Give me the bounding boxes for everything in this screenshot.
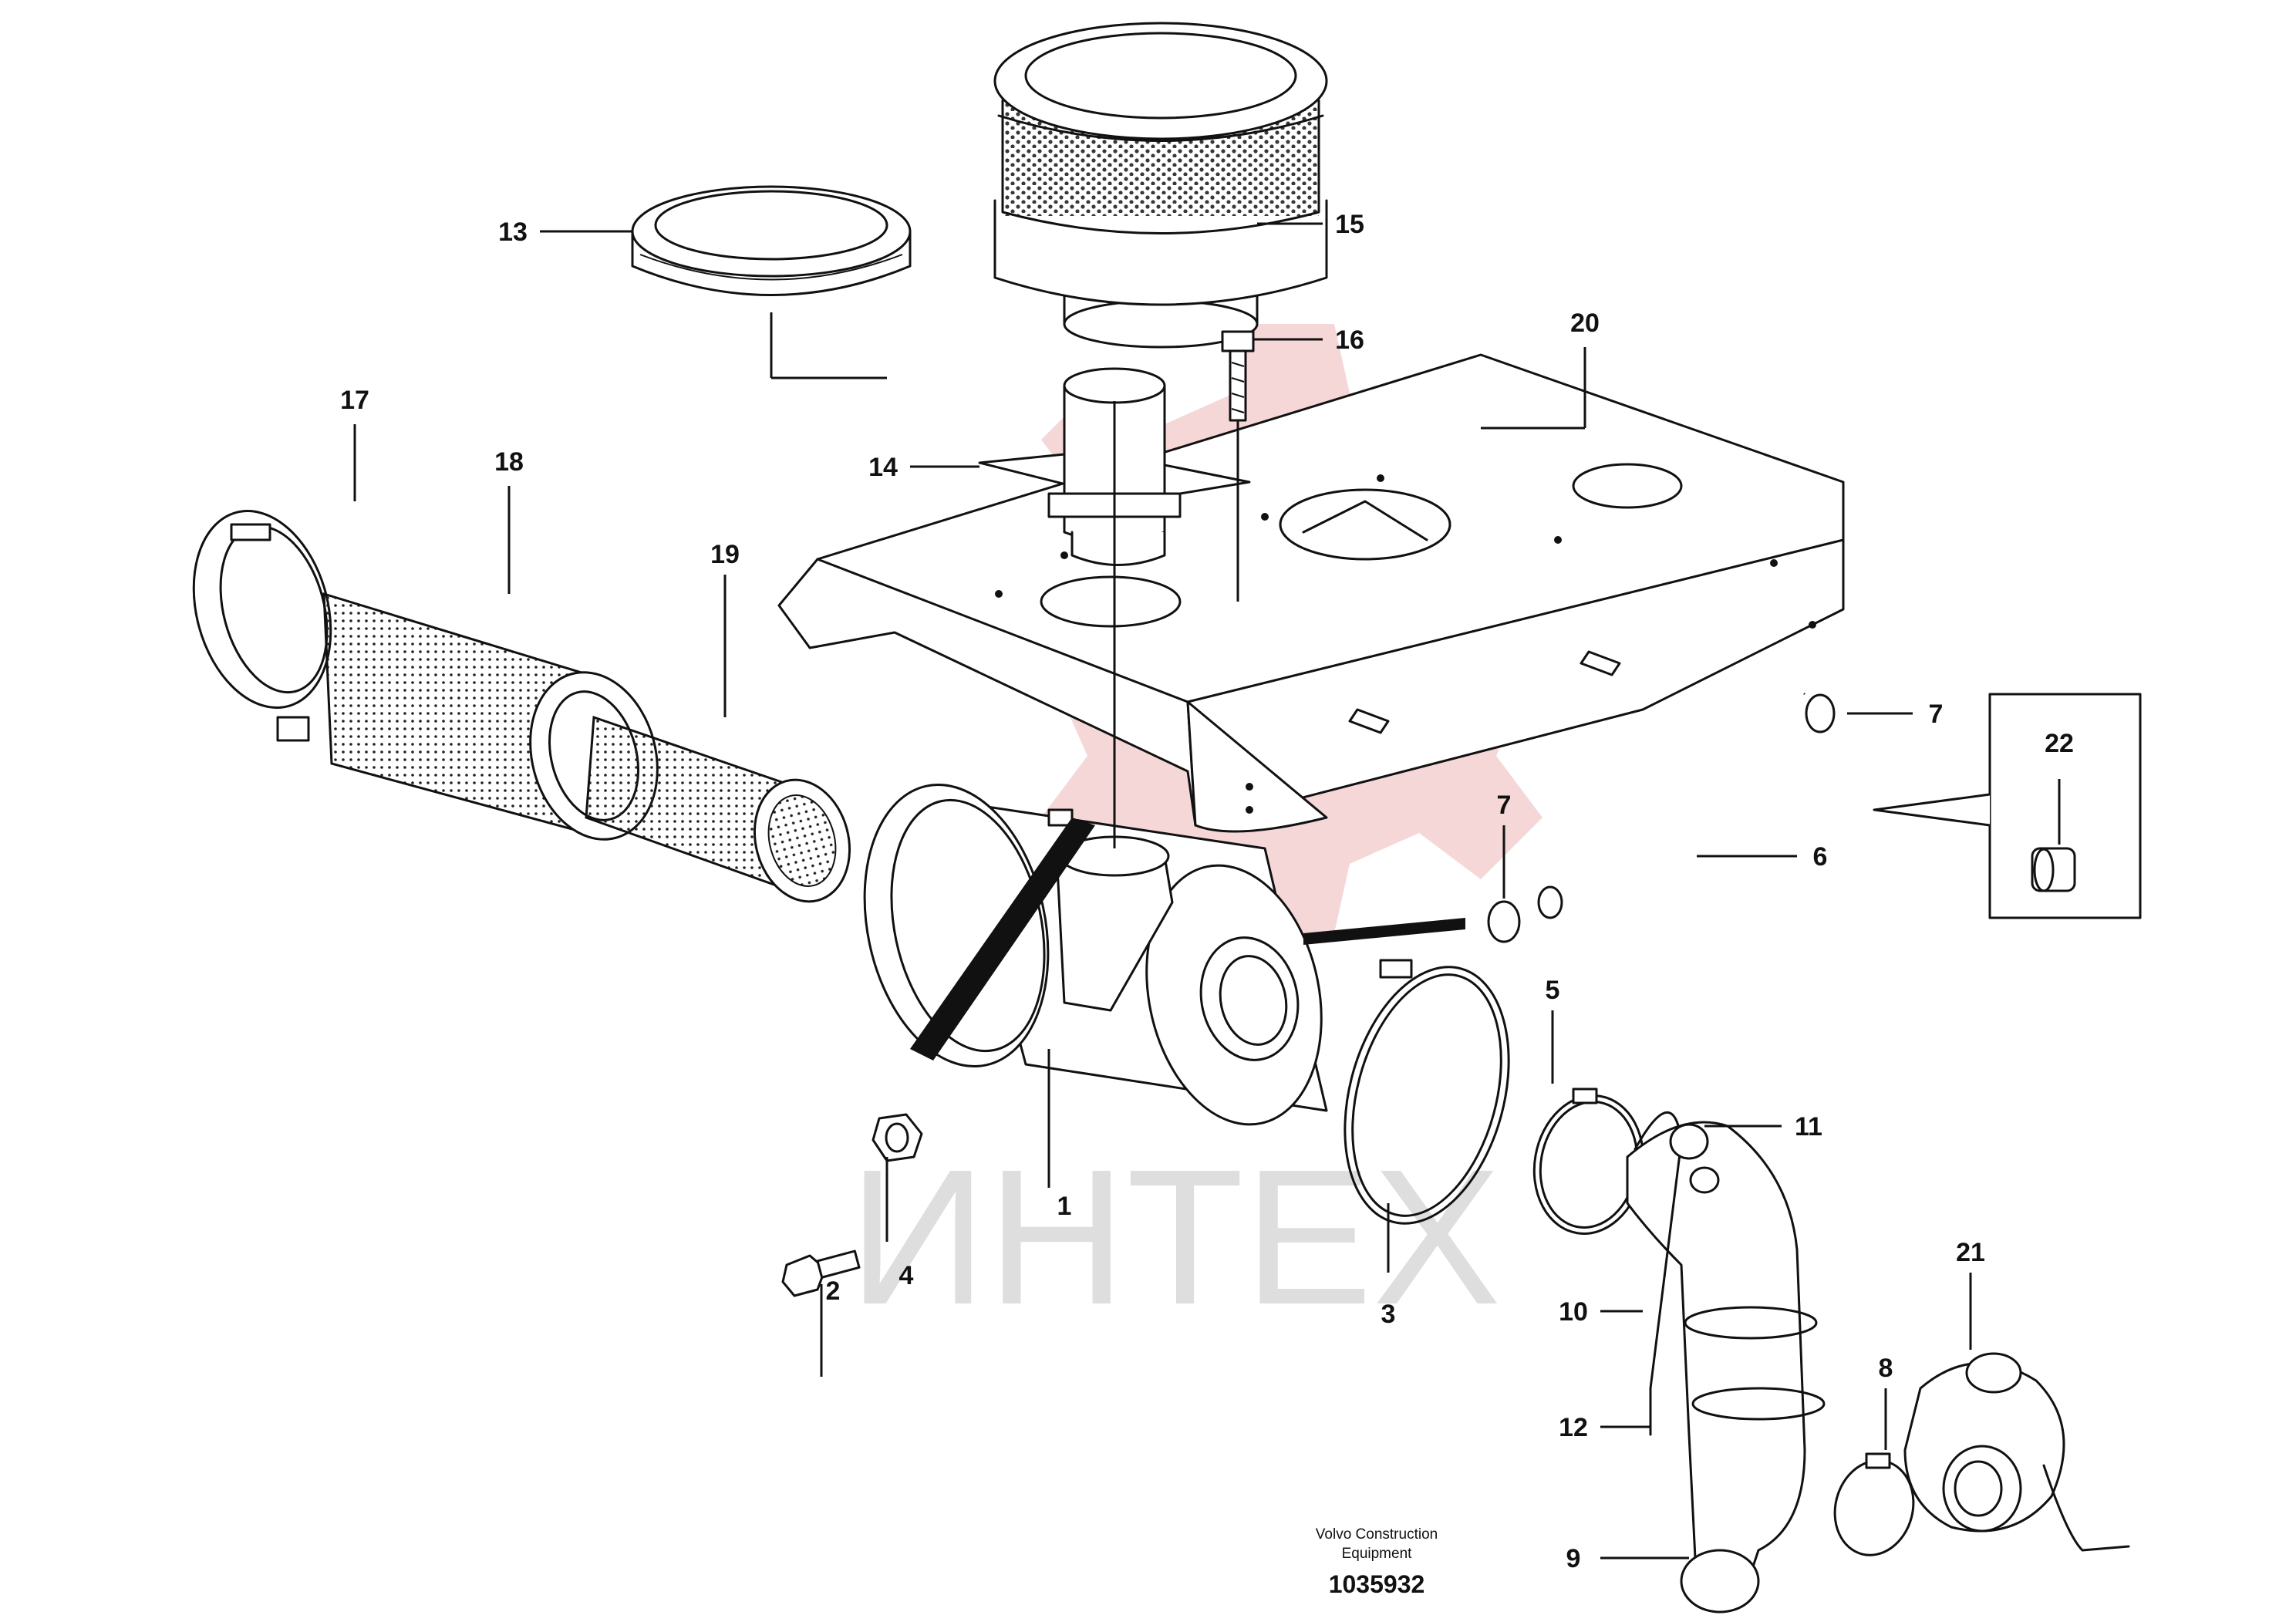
callout-3: 3 [1381, 1300, 1396, 1329]
callout-12: 12 [1559, 1413, 1588, 1442]
callout-17: 17 [340, 386, 369, 415]
part-9-elbow-pipe [1626, 1121, 1806, 1614]
callout-22: 22 [2045, 729, 2074, 758]
callout-13: 13 [498, 218, 528, 247]
document-number: 1035932 [1329, 1570, 1425, 1598]
part-1-air-cleaner-housing [863, 783, 1328, 1126]
part-7-clamp-upper [1805, 693, 1836, 733]
callout-14: 14 [868, 453, 898, 482]
callout-7-lower: 7 [1497, 791, 1512, 820]
callout-21: 21 [1956, 1238, 1985, 1267]
credit-line-1: Volvo Construction [1316, 1526, 1438, 1543]
part-21-turbocharger [1903, 1352, 2130, 1552]
callout-8: 8 [1879, 1354, 1893, 1383]
callout-11: 11 [1795, 1112, 1822, 1141]
callout-15: 15 [1335, 210, 1364, 239]
callout-5: 5 [1546, 976, 1560, 1005]
part-17-clamp-ring [192, 510, 332, 742]
leader-lines [353, 222, 2061, 1560]
callout-6: 6 [1813, 842, 1828, 872]
credit-line-2: Equipment [1342, 1546, 1413, 1562]
part-13-cap [631, 185, 912, 296]
part-2-bolt [781, 1249, 861, 1297]
part-4-nut [872, 1113, 923, 1162]
callout-2: 2 [826, 1276, 841, 1306]
callout-16: 16 [1335, 325, 1364, 355]
part-12-clamp-band [1684, 1306, 1826, 1421]
part-7-clamp-lower [1487, 900, 1521, 943]
part-11-fitting [1669, 1123, 1720, 1194]
part-19-inner-filter [585, 715, 851, 903]
credit-block: Volvo Construction Equipment 1035932 [1316, 1526, 1438, 1598]
part-3-band-clamp [1344, 959, 1510, 1225]
callout-1: 1 [1057, 1192, 1072, 1221]
part-6-hose [1537, 686, 1822, 919]
part-16-bolt [1221, 330, 1255, 422]
callout-19: 19 [710, 540, 740, 569]
part-20-mounting-plate [777, 353, 1845, 833]
callout-7-upper: 7 [1929, 700, 1944, 729]
part-8-hose-clamp [1833, 1452, 1915, 1556]
callout-20: 20 [1570, 309, 1600, 338]
callout-labels: 1 2 3 4 5 6 7 7 8 9 10 11 12 13 14 15 16… [340, 210, 2074, 1573]
callout-9: 9 [1566, 1544, 1581, 1573]
detail-box-22 [1873, 693, 2142, 919]
watermark-text: ИНТЕХ [848, 1129, 1501, 1344]
callout-18: 18 [494, 447, 524, 477]
part-15-precleaner [993, 22, 1328, 349]
callout-4: 4 [899, 1261, 914, 1290]
callout-10: 10 [1559, 1297, 1588, 1327]
